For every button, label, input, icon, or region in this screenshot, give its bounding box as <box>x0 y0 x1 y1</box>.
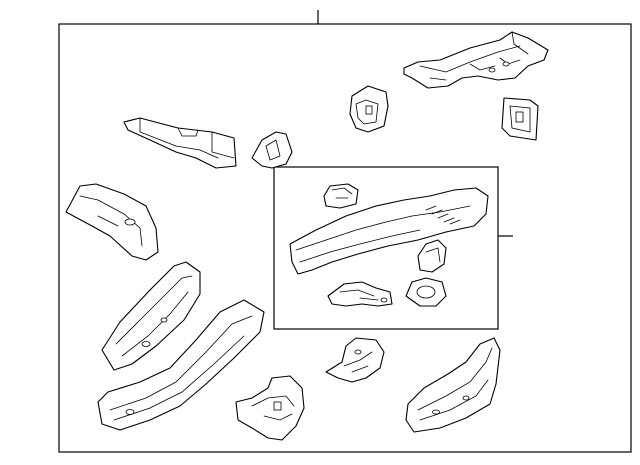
inset-bracket-lower <box>327 281 393 307</box>
bracket-gusset <box>251 131 293 169</box>
rail-floor-long <box>97 299 265 431</box>
inset-frame <box>273 166 499 330</box>
rail-rear-right <box>405 337 501 433</box>
inset-clip <box>323 183 359 209</box>
bracket-mount-bottom <box>235 375 305 441</box>
panel-side-left <box>65 183 159 261</box>
bracket-small-upper <box>349 85 389 133</box>
bracket-mount-small <box>325 337 385 383</box>
plate-reinforcement <box>501 97 539 141</box>
inset-bracket-right <box>417 239 447 273</box>
rail-side-member-upper <box>123 117 237 169</box>
inset-rail <box>289 187 489 275</box>
outer-frame <box>58 23 632 453</box>
inset-mount-round <box>405 277 447 307</box>
floor-pan-rear <box>403 31 549 89</box>
rail-front-lower-left <box>101 261 201 371</box>
